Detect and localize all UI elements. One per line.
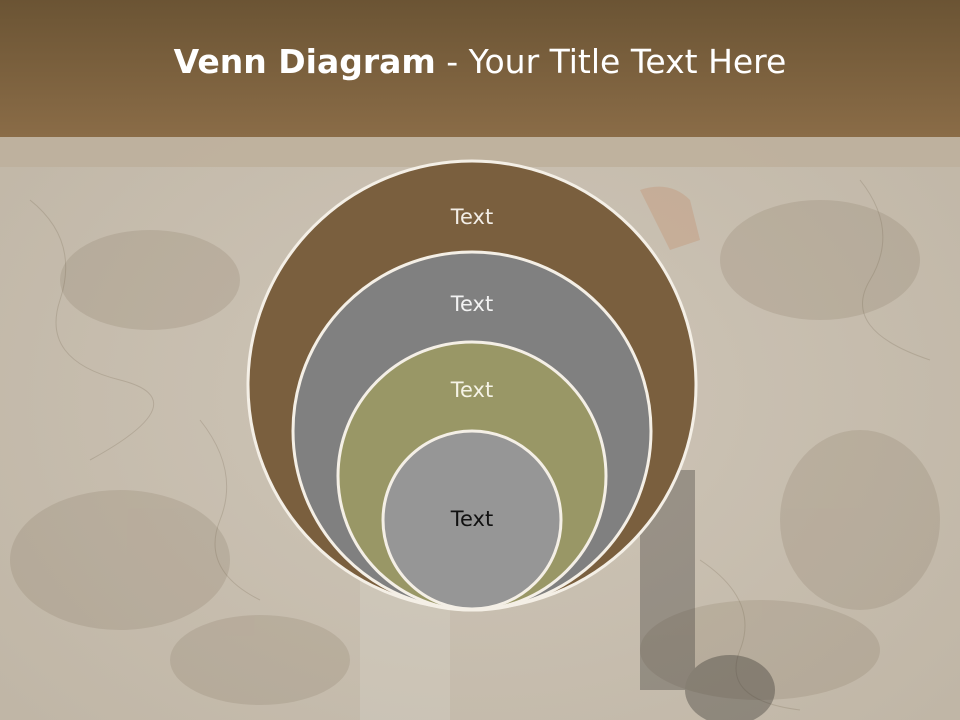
venn-circle-inner[interactable] (381, 429, 563, 611)
venn-label-second: Text (450, 292, 493, 316)
venn-label-third: Text (450, 378, 493, 402)
slide-title: Venn Diagram - Your Title Text Here (0, 38, 960, 86)
title-bar (0, 0, 960, 137)
venn-label-inner: Text (450, 507, 493, 531)
title-bold: Venn Diagram (173, 42, 436, 81)
venn-label-outer: Text (450, 205, 493, 229)
title-rest: - Your Title Text Here (435, 42, 787, 81)
